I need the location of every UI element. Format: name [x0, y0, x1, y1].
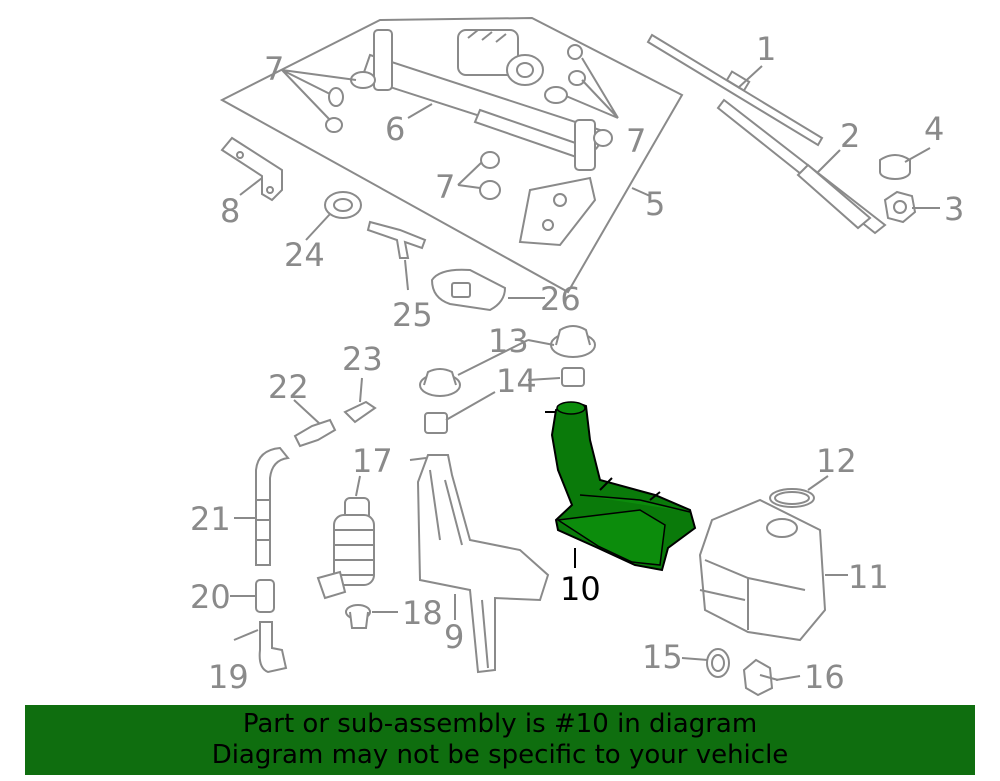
callout-25: 25 — [392, 296, 433, 334]
callout-7b: 7 — [626, 122, 646, 160]
reservoir-grommet-part — [706, 648, 730, 678]
callout-labels: 1 2 3 4 5 6 7 7 7 8 9 10 11 12 13 14 15 … — [190, 30, 964, 696]
grommet-part — [324, 191, 362, 219]
wiper-motor-part — [457, 29, 544, 86]
callout-20: 20 — [190, 578, 231, 616]
linkage-bracket-part — [518, 176, 597, 247]
callout-2: 2 — [840, 117, 860, 155]
grommets-7-parts — [325, 44, 613, 200]
callout-17: 17 — [352, 442, 393, 480]
callout-18: 18 — [402, 594, 443, 632]
parts-diagram: 1 2 3 4 5 6 7 7 7 8 9 10 11 12 13 14 15 … — [190, 16, 964, 697]
callout-23: 23 — [342, 340, 383, 378]
banner-line-2: Diagram may not be specific to your vehi… — [211, 740, 789, 770]
cap-part — [879, 154, 911, 180]
filler-cap-part — [419, 325, 596, 397]
wiper-arm-part — [716, 98, 887, 235]
callout-1: 1 — [756, 30, 776, 68]
callout-15: 15 — [642, 638, 683, 676]
filler-neck-part — [409, 454, 550, 674]
wiper-linkage-part — [360, 29, 602, 171]
info-banner: Part or sub-assembly is #10 in diagram D… — [25, 705, 975, 775]
callout-12: 12 — [816, 442, 857, 480]
callout-14: 14 — [496, 362, 537, 400]
bracket-part — [220, 136, 283, 202]
callout-24: 24 — [284, 236, 325, 274]
callout-3: 3 — [944, 190, 964, 228]
callout-16: 16 — [804, 658, 845, 696]
linkage-assembly-outline — [219, 16, 684, 294]
callout-4: 4 — [924, 110, 944, 148]
washer-pump-part — [316, 497, 375, 600]
callout-22: 22 — [268, 368, 309, 406]
hose-elbow-part — [258, 621, 288, 674]
seal-ring-part — [769, 488, 815, 508]
level-sensor-part — [742, 658, 779, 697]
callout-8: 8 — [220, 192, 240, 230]
callout-19: 19 — [208, 658, 249, 696]
callout-11: 11 — [848, 558, 889, 596]
callout-6: 6 — [385, 110, 405, 148]
hose-connector-part — [255, 579, 275, 613]
callout-21: 21 — [190, 500, 231, 538]
banner-line-1: Part or sub-assembly is #10 in diagram — [242, 709, 758, 739]
callout-5: 5 — [645, 185, 665, 223]
nut-part — [883, 190, 917, 224]
washer-nozzle-part — [430, 268, 507, 312]
washer-reservoir-part — [698, 498, 827, 642]
leader-lines — [230, 57, 940, 681]
check-valve-part — [293, 400, 377, 448]
callout-7c: 7 — [435, 168, 455, 206]
y-connector-part — [366, 220, 427, 259]
pump-grommet-part — [345, 604, 371, 629]
washer-hose-part — [255, 446, 290, 566]
callout-13: 13 — [488, 322, 529, 360]
highlighted-reservoir-neck-part — [545, 401, 697, 572]
callout-26: 26 — [540, 280, 581, 318]
callout-9: 9 — [444, 618, 464, 656]
callout-10: 10 — [560, 570, 601, 608]
filler-seal-part — [424, 367, 585, 434]
wiper-blade-part — [646, 33, 824, 147]
callout-7a: 7 — [264, 50, 284, 88]
